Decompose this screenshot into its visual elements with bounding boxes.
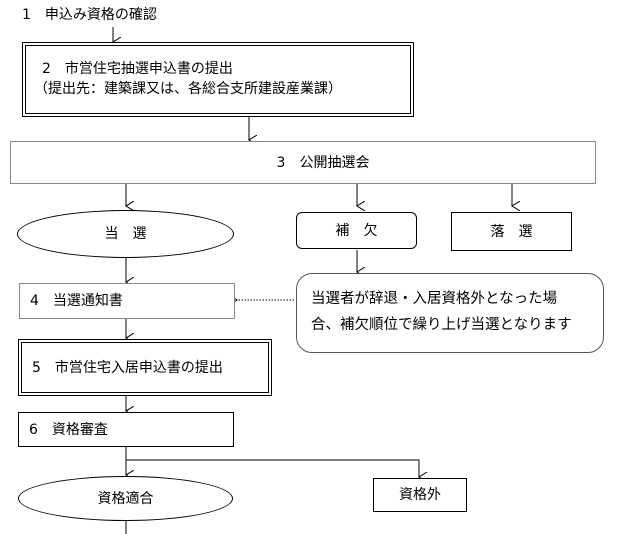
step-2-box: 2 市営住宅抽選申込書の提出 （提出先：建築課又は、各総合支所建設産業課） <box>22 42 414 117</box>
lost-box: 落 選 <box>451 212 572 251</box>
step-2-destination: （提出先：建築課又は、各総合支所建設産業課） <box>34 81 342 97</box>
unqualified-label: 資格外 <box>399 487 441 503</box>
step-3-label: 3 公開抽選会 <box>276 154 370 171</box>
reserve-label: 補 欠 <box>335 222 378 239</box>
step-5-box: 5 市営住宅入居申込書の提出 <box>18 339 272 396</box>
qualified-ellipse: 資格適合 <box>18 476 233 521</box>
qualified-label: 資格適合 <box>97 490 154 507</box>
reserve-box: 補 欠 <box>296 212 417 249</box>
won-ellipse: 当 選 <box>17 210 234 258</box>
step-3-box: 3 公開抽選会 <box>10 141 596 184</box>
note-line-1: 当選者が辞退・入居資格外となった場 <box>311 291 558 307</box>
step-6-box: 6 資格審査 <box>18 412 234 447</box>
step-4-box: 4 当選通知書 <box>19 283 235 319</box>
step-2-title: 2 市営住宅抽選申込書の提出 <box>42 61 233 77</box>
step-6-label: 6 資格審査 <box>29 422 108 438</box>
step-4-label: 4 当選通知書 <box>30 293 123 309</box>
note-line-2: 合、補欠順位で繰り上げ当選となります <box>311 317 572 333</box>
lost-label: 落 選 <box>490 223 533 240</box>
note-box: 当選者が辞退・入居資格外となった場 合、補欠順位で繰り上げ当選となります <box>296 273 604 353</box>
step-5-label: 5 市営住宅入居申込書の提出 <box>32 360 223 376</box>
unqualified-box: 資格外 <box>373 478 467 512</box>
arrow-6-to-unqualified <box>126 459 419 477</box>
step-1-label: 1 申込み資格の確認 <box>22 7 157 23</box>
won-label: 当 選 <box>104 226 147 242</box>
